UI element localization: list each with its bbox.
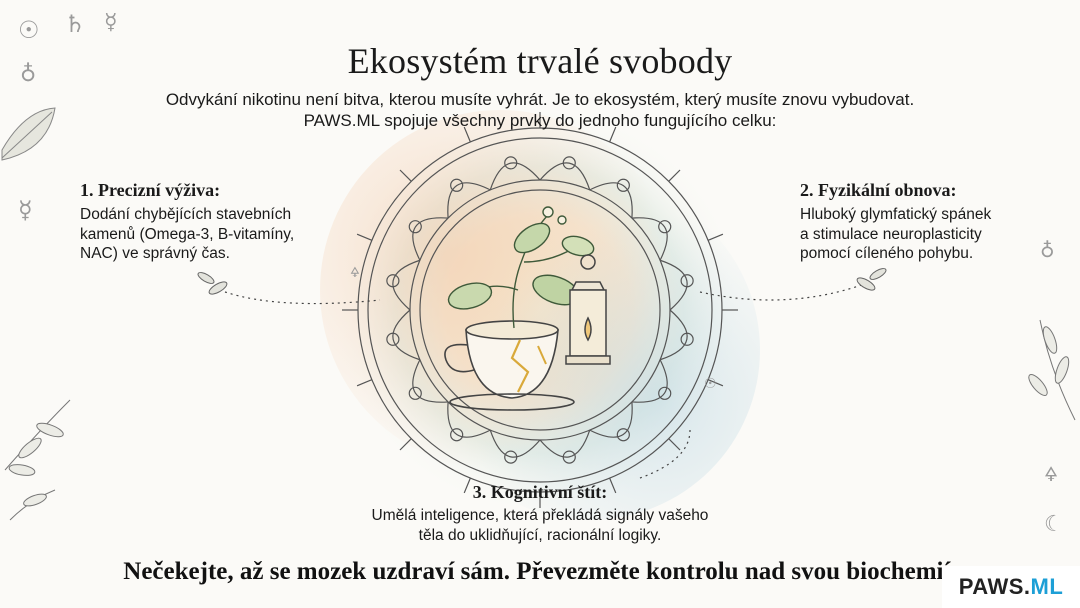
mercury-icon-left: ☿ bbox=[18, 196, 33, 224]
mandala-arch bbox=[539, 429, 591, 458]
mandala-ring bbox=[367, 137, 713, 483]
sulfur-icon-small: 🜍 bbox=[350, 265, 360, 281]
mandala-bead bbox=[562, 450, 576, 464]
mandala-spoke bbox=[356, 233, 373, 241]
mandala-bead bbox=[680, 332, 694, 346]
mandala-spoke bbox=[463, 477, 471, 494]
mandala-bead bbox=[450, 178, 464, 192]
pillar-nutrition-line: Dodání chybějících stavebních bbox=[80, 206, 292, 223]
mandala-arch bbox=[631, 217, 668, 261]
connector-leaf-left bbox=[197, 272, 228, 295]
mandala-arch bbox=[412, 217, 449, 261]
subtitle-line-2: PAWS.ML spojuje všechny prvky do jednoho… bbox=[303, 111, 777, 130]
sulfur-icon: 🜍 bbox=[1044, 462, 1059, 486]
pillar-cognitive-heading: 3. Kognitivní štít: bbox=[472, 482, 608, 502]
mandala-arch bbox=[631, 359, 668, 403]
mandala-arch bbox=[392, 309, 421, 361]
mandala-bead bbox=[616, 428, 630, 442]
mandala-spoke bbox=[399, 438, 412, 451]
pillar-recovery-line: a stimulace neuroplasticity bbox=[800, 225, 982, 243]
moon-icon: ☾ bbox=[1044, 512, 1064, 537]
pillar-nutrition-heading: 1. Precizní výživa: bbox=[80, 180, 221, 200]
mandala-bead bbox=[450, 428, 464, 442]
pillar-recovery-line: pomocí cíleného pohybu. bbox=[800, 245, 974, 262]
mandala-ring bbox=[419, 189, 661, 431]
mandala-bead bbox=[386, 274, 400, 288]
mandala-spoke bbox=[609, 126, 617, 143]
sprouting-plant-icon bbox=[447, 206, 595, 329]
watercolor-wash bbox=[320, 105, 760, 520]
teacup-icon bbox=[444, 320, 575, 411]
mandala-bead bbox=[562, 156, 576, 170]
earth-icon: ♁ bbox=[20, 62, 37, 87]
mandala-arch bbox=[539, 162, 591, 191]
pillar-recovery-heading: 2. Fyzikální obnova: bbox=[800, 180, 957, 200]
sun-icon: ☉ bbox=[18, 16, 40, 44]
mandala-bead bbox=[386, 332, 400, 346]
page-title: Ekosystém trvalé svobody bbox=[347, 41, 733, 81]
mandala-bead bbox=[504, 156, 518, 170]
pillar-nutrition-line: kamenů (Omega-3, B-vitamíny, bbox=[80, 225, 295, 243]
mandala-arch bbox=[412, 359, 449, 403]
mandala-rings bbox=[342, 112, 738, 508]
mercury-icon: ☿ bbox=[104, 10, 118, 35]
pillar-recovery-line: Hluboký glymfatický spánek bbox=[800, 206, 992, 223]
mandala-spoke bbox=[707, 233, 724, 241]
mandala-spoke bbox=[668, 169, 681, 182]
pillar-cognitive-text: Umělá inteligence, která překládá signál… bbox=[0, 506, 1080, 545]
connector-leaf-right bbox=[856, 268, 887, 291]
mandala-spoke bbox=[399, 169, 412, 182]
mandala-bead bbox=[680, 274, 694, 288]
subtitle-line-1: Odvykání nikotinu není bitva, kterou mus… bbox=[165, 90, 915, 109]
mandala-arch bbox=[489, 162, 541, 191]
mandala-bead bbox=[658, 386, 672, 400]
connector-lines bbox=[224, 281, 871, 479]
mandala-arch bbox=[659, 309, 688, 361]
mandala-bead bbox=[408, 220, 422, 234]
brand-accent: ML bbox=[1030, 574, 1064, 599]
mandala-spoke bbox=[707, 379, 724, 387]
mandala-arch bbox=[589, 401, 633, 438]
pillar-nutrition-line: NAC) ve správný čas. bbox=[80, 245, 230, 262]
mandala-bead bbox=[616, 178, 630, 192]
mandala-arch bbox=[447, 182, 491, 219]
leaf-sprig-right bbox=[1028, 319, 1076, 421]
mandala-spoke bbox=[463, 126, 471, 143]
pillar-recovery-text: Hluboký glymfatický spánek a stimulace n… bbox=[800, 205, 1030, 264]
mandala-spoke bbox=[609, 477, 617, 494]
large-leaf-top-left bbox=[1, 107, 56, 161]
mandala-bead bbox=[504, 450, 518, 464]
lantern-icon bbox=[565, 254, 611, 365]
mandala-spoke bbox=[668, 438, 681, 451]
mandala-bead bbox=[408, 386, 422, 400]
mandala-spoke bbox=[356, 379, 373, 387]
mandala-arch bbox=[447, 401, 491, 438]
sun-icon-small: ☉ bbox=[704, 376, 717, 392]
pillar-cognitive-line: Umělá inteligence, která překládá signál… bbox=[371, 507, 709, 524]
earth-icon-right: ♁ bbox=[1040, 238, 1055, 262]
brand-logo: PAWS.ML bbox=[942, 566, 1080, 608]
saturn-icon: ♄ bbox=[64, 10, 86, 38]
mandala-arch bbox=[392, 259, 421, 311]
mandala-arch bbox=[659, 259, 688, 311]
brand-name: PAWS. bbox=[958, 574, 1031, 599]
mandala-bead bbox=[658, 220, 672, 234]
footer-call-to-action: Nečekejte, až se mozek uzdraví sám. Přev… bbox=[123, 558, 957, 585]
leaf-sprig-bottom-left bbox=[4, 399, 71, 521]
pillar-cognitive-line: těla do uklidňující, racionální logiky. bbox=[418, 526, 662, 544]
mandala-arch bbox=[489, 429, 541, 458]
pillar-nutrition-text: Dodání chybějících stavebních kamenů (Om… bbox=[80, 205, 325, 264]
mandala-arch bbox=[589, 182, 633, 219]
